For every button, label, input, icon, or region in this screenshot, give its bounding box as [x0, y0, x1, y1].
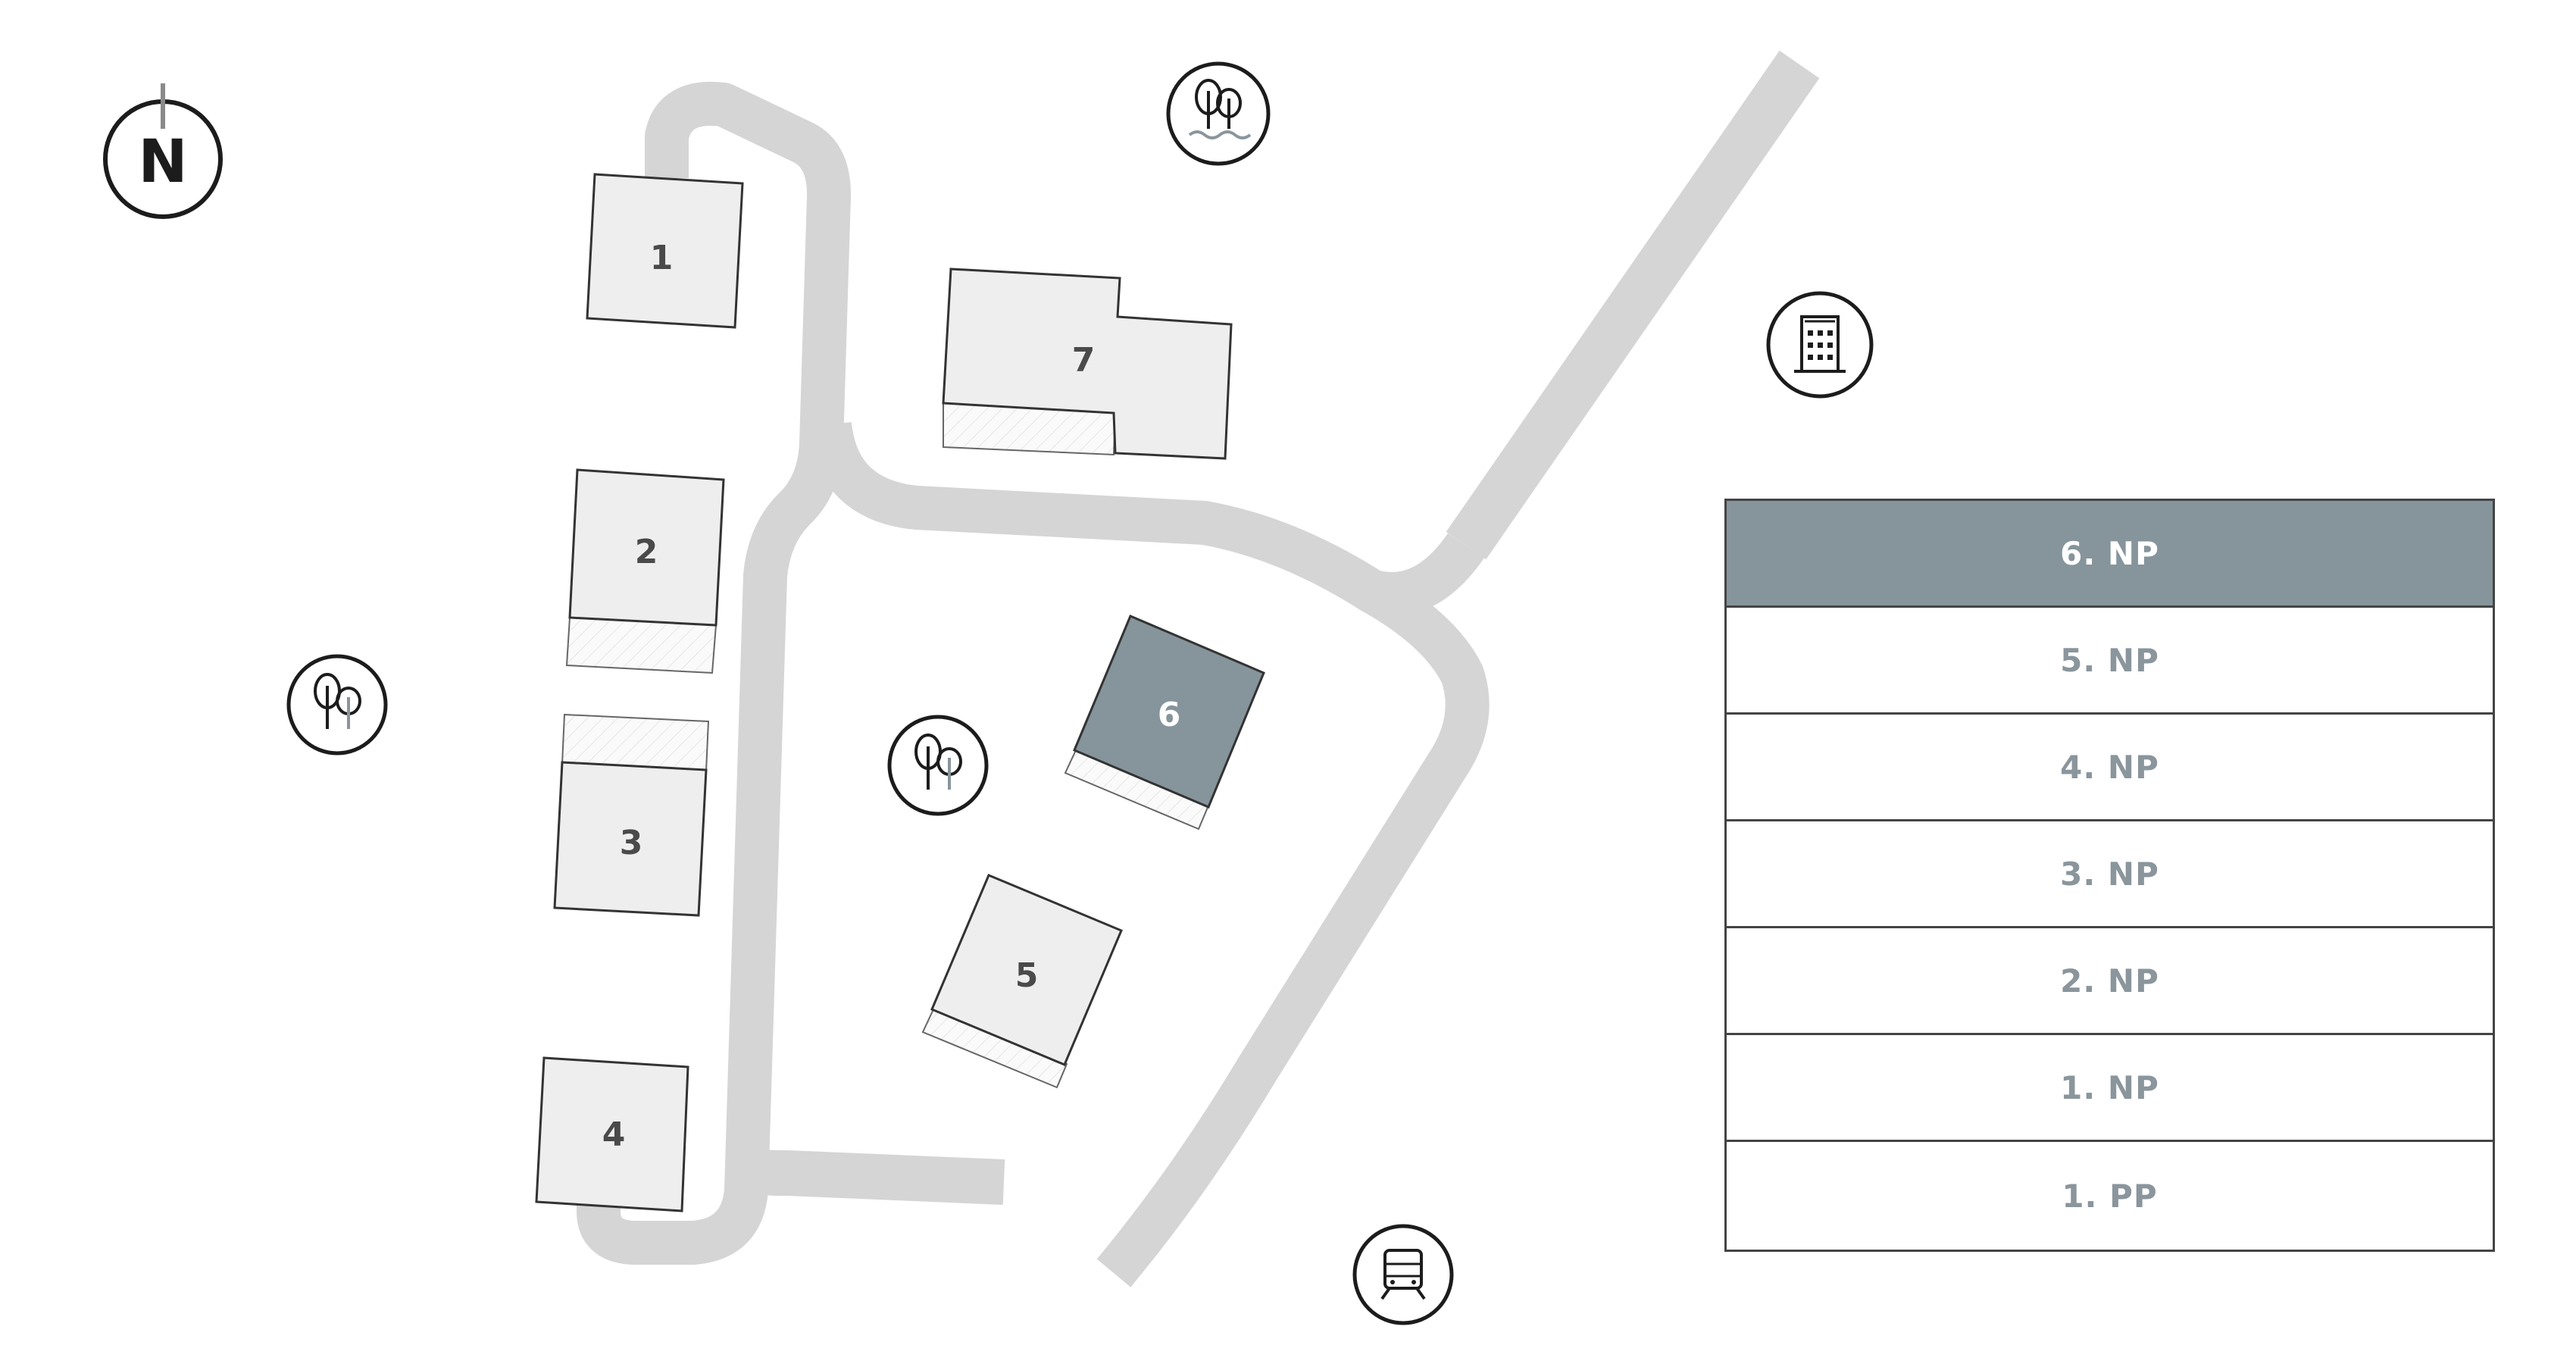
- building-label-4: 4: [602, 1115, 626, 1154]
- building-label-1: 1: [650, 239, 674, 277]
- road-south-spur: [746, 1148, 1005, 1205]
- building-label-2: 2: [635, 533, 658, 571]
- floor-button-5np[interactable]: 5. NP: [1727, 608, 2493, 715]
- building-label-5: 5: [1015, 956, 1039, 995]
- road-main-diagonal: [1446, 50, 1820, 560]
- road-east-branch: [808, 421, 1490, 1287]
- north-compass: N: [103, 83, 223, 219]
- floor-button-4np[interactable]: 4. NP: [1727, 715, 2493, 821]
- building-3[interactable]: 3: [553, 713, 710, 917]
- park-icon[interactable]: [286, 654, 388, 756]
- roads: [577, 50, 1820, 1287]
- building-5[interactable]: 5: [921, 874, 1123, 1089]
- building-1[interactable]: 1: [586, 173, 744, 329]
- park-icon[interactable]: [887, 715, 989, 816]
- building-7[interactable]: 7: [942, 267, 1233, 460]
- office-building-icon[interactable]: [1766, 291, 1874, 399]
- tram-icon[interactable]: [1352, 1224, 1454, 1325]
- buildings: 1 2 3 4 5 6: [535, 173, 1265, 1212]
- road-junction: [1365, 533, 1484, 616]
- floor-selector: 6. NP 5. NP 4. NP 3. NP 2. NP 1. NP 1. P…: [1724, 499, 2495, 1252]
- floor-button-6np[interactable]: 6. NP: [1727, 501, 2493, 608]
- building-2[interactable]: 2: [565, 468, 725, 674]
- building-6[interactable]: 6: [1064, 615, 1265, 831]
- building-label-7: 7: [1072, 341, 1096, 380]
- floor-button-2np[interactable]: 2. NP: [1727, 928, 2493, 1035]
- floor-button-3np[interactable]: 3. NP: [1727, 821, 2493, 928]
- park-water-icon[interactable]: [1166, 61, 1271, 166]
- road-west-loop: [577, 82, 851, 1265]
- north-label: N: [138, 128, 187, 196]
- floor-button-1np[interactable]: 1. NP: [1727, 1035, 2493, 1142]
- pois: [286, 61, 1874, 1325]
- building-4[interactable]: 4: [535, 1056, 689, 1212]
- building-label-3: 3: [620, 824, 643, 862]
- floor-button-1pp[interactable]: 1. PP: [1727, 1142, 2493, 1250]
- building-label-6: 6: [1158, 696, 1181, 734]
